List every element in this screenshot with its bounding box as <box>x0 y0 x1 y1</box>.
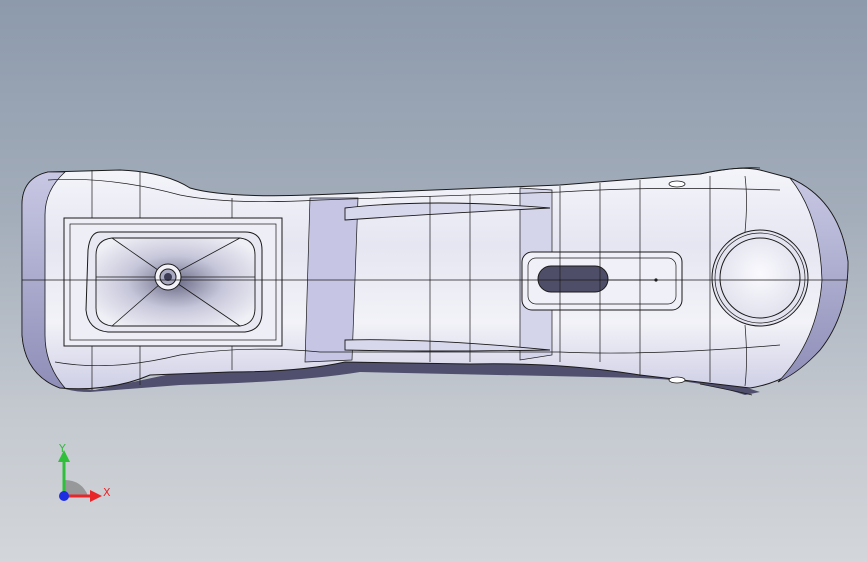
part-slot-frame-inner <box>527 257 677 305</box>
part-right-end-shading <box>777 177 849 383</box>
triad-y-label: Y <box>59 442 66 455</box>
part-small-hole-top <box>668 180 686 188</box>
part-lower-skirt <box>28 345 760 395</box>
part-upper-slot <box>344 202 551 221</box>
part-slot-hole <box>537 265 609 293</box>
coordinate-triad <box>58 450 102 502</box>
part-model-edges <box>22 167 848 396</box>
part-boss-hole <box>719 237 801 319</box>
part-pocket-inner <box>69 223 277 341</box>
part-bowl-hub-center <box>164 273 172 281</box>
triad-z-axis <box>59 491 69 501</box>
part-small-hole-bottom <box>668 376 686 384</box>
triad-y-arrowhead <box>58 450 70 462</box>
triad-xy-plane <box>64 480 88 496</box>
triad-x-arrowhead <box>90 490 102 502</box>
part-lower-slot <box>344 339 551 352</box>
part-boss-ring <box>714 232 806 324</box>
triad-x-label: X <box>103 486 111 499</box>
